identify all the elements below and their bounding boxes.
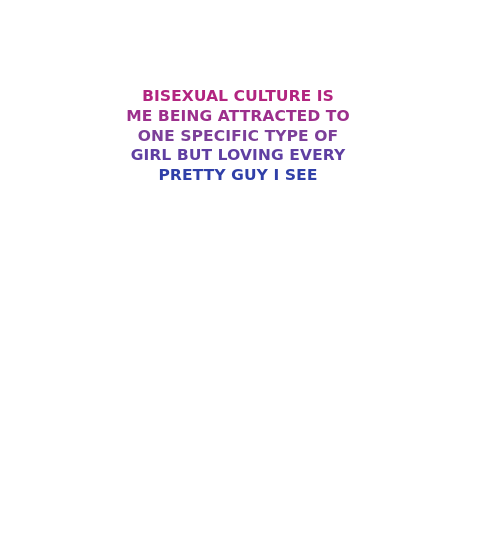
slogan-text: BISEXUAL CULTURE IS ME BEING ATTRACTED T…	[120, 82, 356, 186]
slogan-line-1: BISEXUAL CULTURE IS	[142, 87, 334, 105]
slogan-line-2: ME BEING ATTRACTED TO	[126, 106, 350, 125]
slogan-design: BISEXUAL CULTURE IS ME BEING ATTRACTED T…	[120, 82, 356, 204]
slogan-line-4: GIRL BUT LOVING EVERY	[130, 146, 346, 165]
slogan-line-5: PRETTY GUY I SEE	[158, 166, 318, 185]
slogan-line-3: ONE SPECIFIC TYPE OF	[137, 126, 339, 145]
